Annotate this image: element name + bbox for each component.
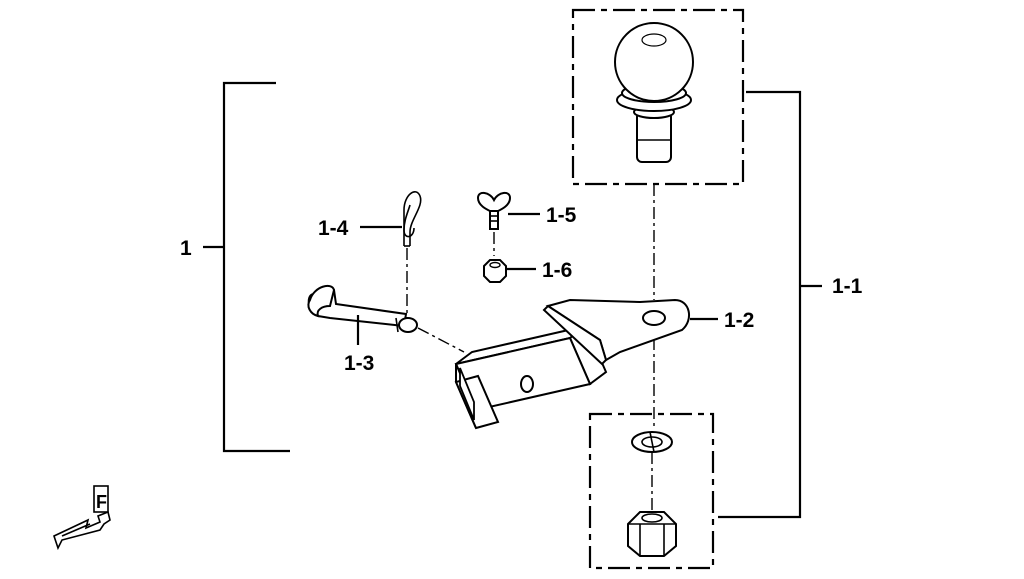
label-1: 1 <box>180 237 192 260</box>
label-1-5: 1-5 <box>546 204 577 227</box>
bracket-assembly-1 <box>203 81 290 453</box>
front-letter: F <box>96 492 107 512</box>
front-direction-icon: F <box>53 485 111 551</box>
wing-bolt <box>476 192 512 230</box>
label-1-1: 1-1 <box>832 275 863 298</box>
hitch-ball <box>614 22 694 163</box>
nut-washer-dashed-box <box>588 412 715 570</box>
label-1-3: 1-3 <box>344 352 374 375</box>
label-1-6: 1-6 <box>542 259 572 282</box>
small-nut <box>483 259 507 283</box>
label-1-2: 1-2 <box>724 309 754 332</box>
hitch-ball-dashed-box <box>571 8 745 186</box>
lock-washer <box>631 431 673 453</box>
bracket-sub-assembly-1-1 <box>718 90 822 519</box>
drawbar <box>454 298 691 430</box>
centerline-pin <box>417 327 465 353</box>
label-1-4: 1-4 <box>318 217 349 240</box>
hitch-pin <box>307 284 418 333</box>
spring-clip <box>403 191 422 247</box>
hex-nut-large <box>627 511 677 557</box>
